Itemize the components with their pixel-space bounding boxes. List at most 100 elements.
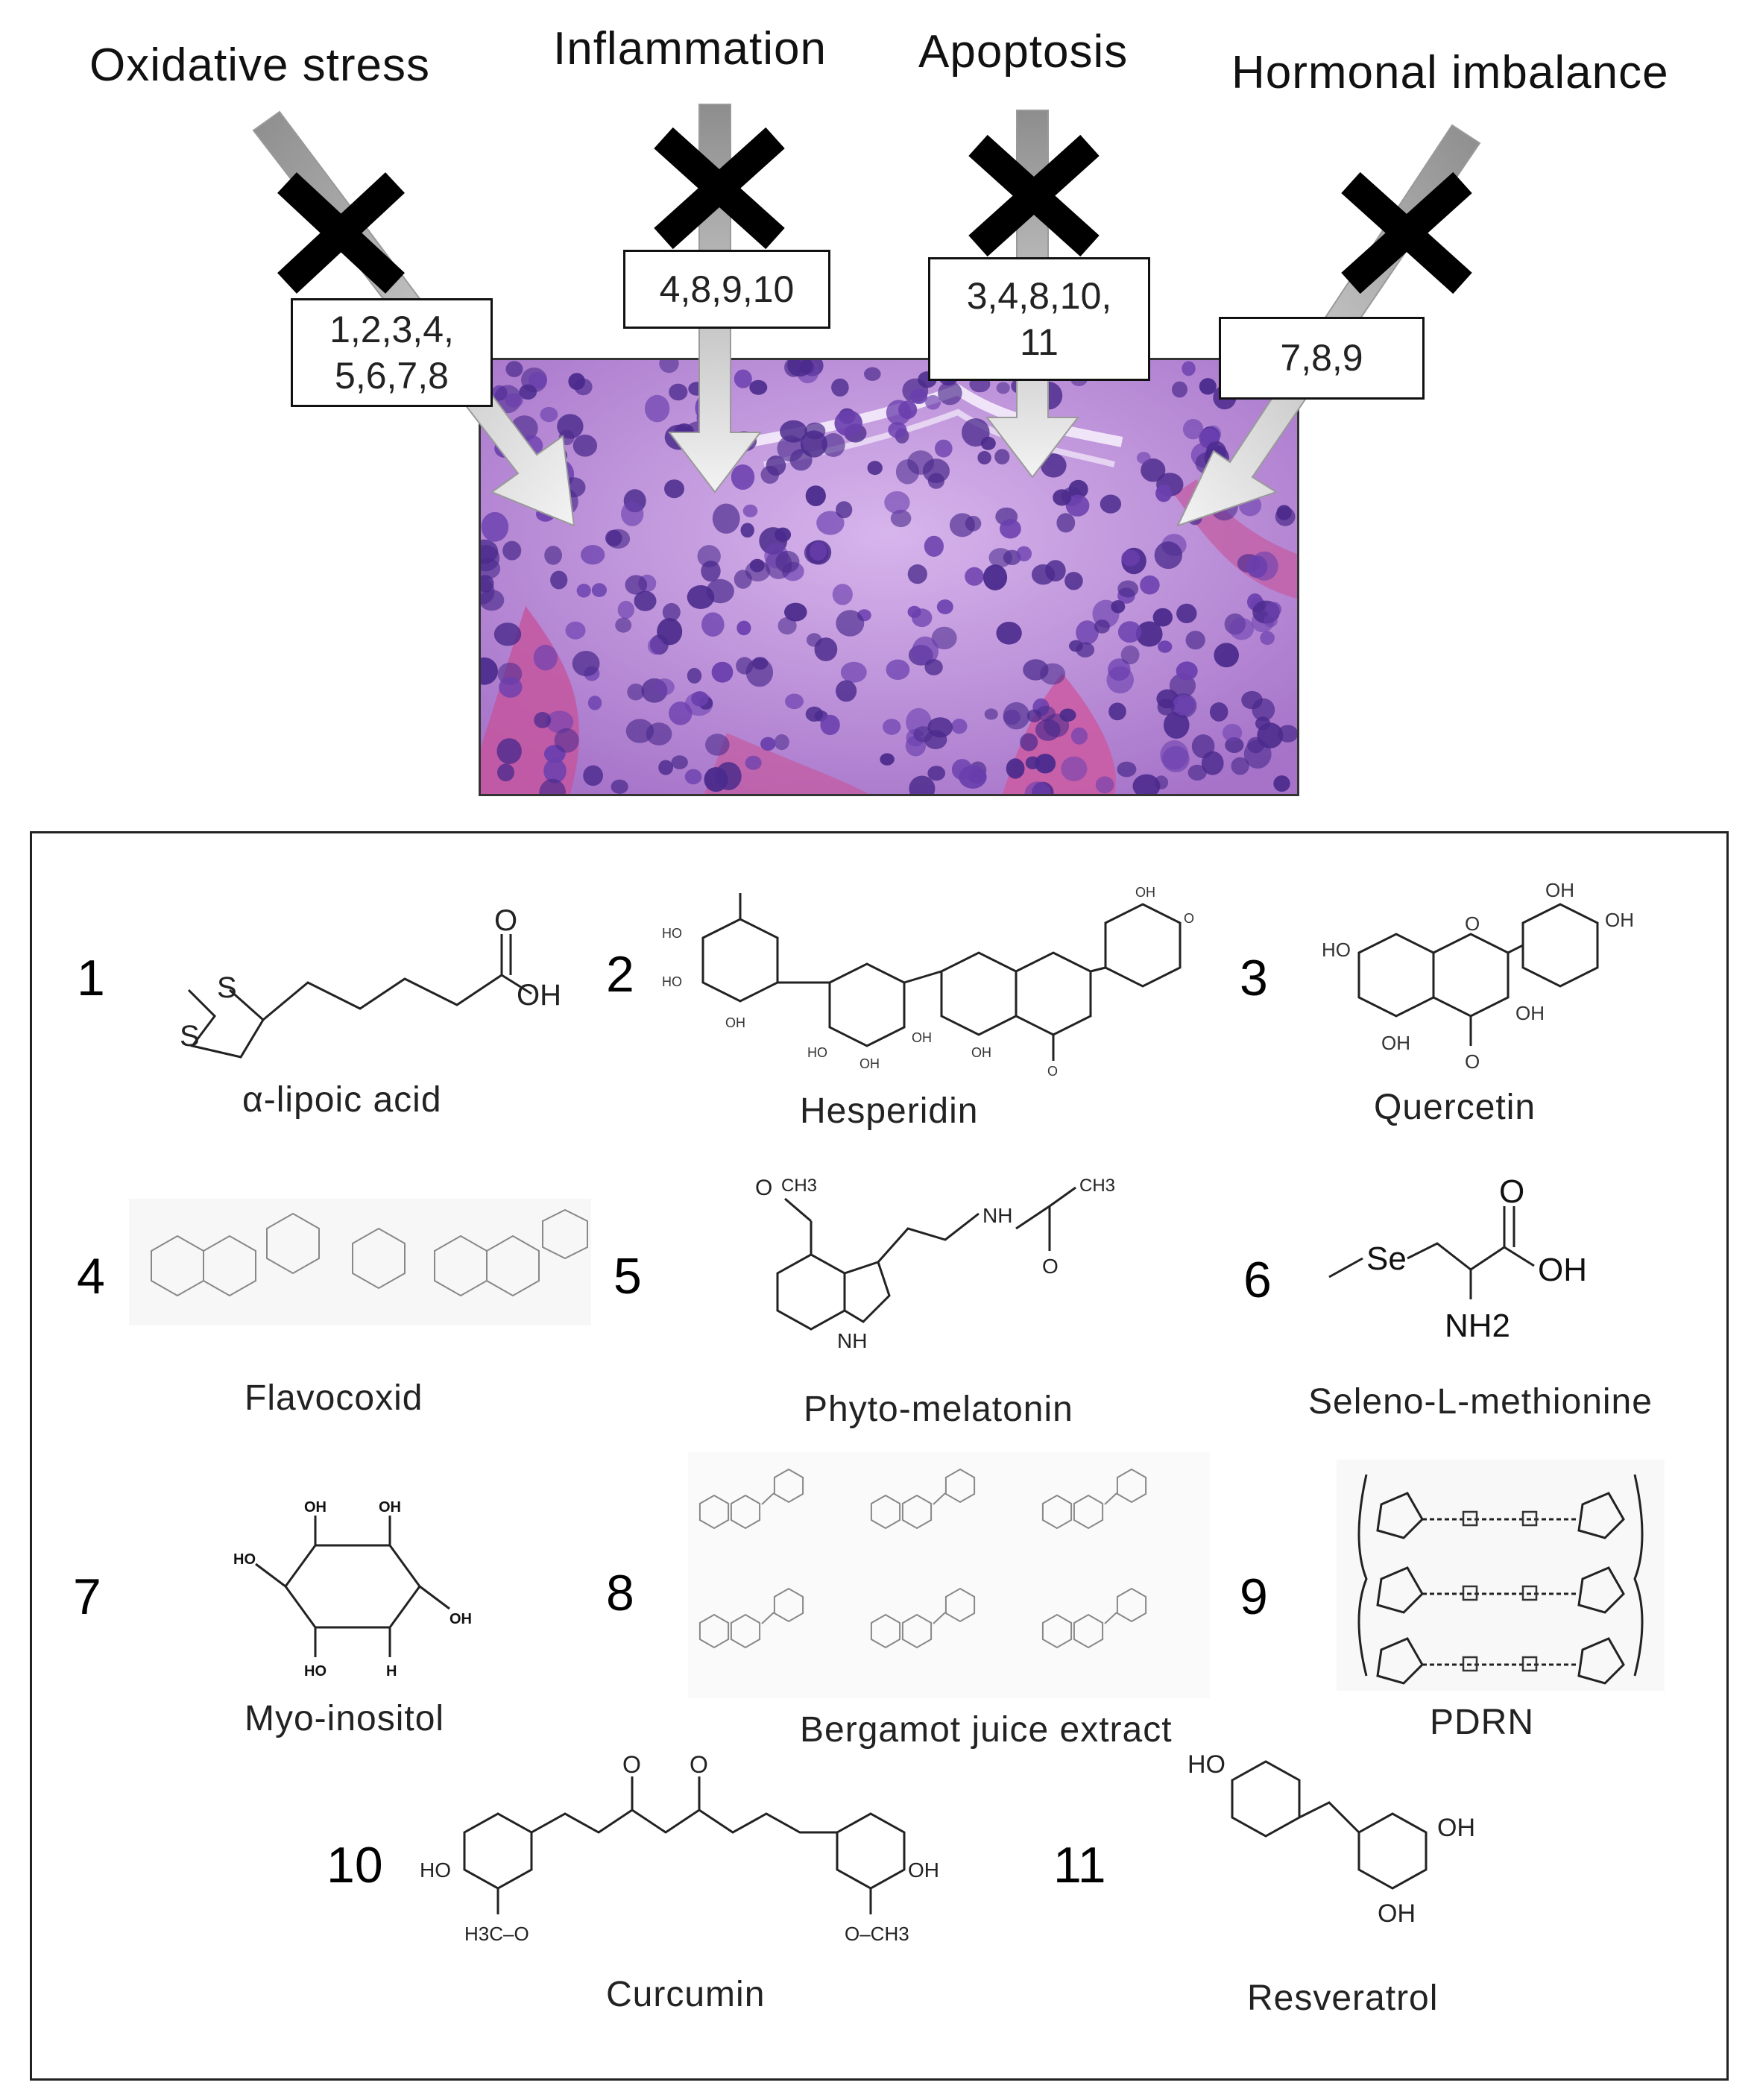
compound-name-seleno-l-methionine: Seleno-L-methionine	[1308, 1382, 1653, 1422]
tissue-nucleus	[654, 678, 675, 696]
tissue-nucleus	[669, 701, 693, 725]
tissue-nucleus	[775, 527, 792, 542]
tissue-nucleus	[965, 567, 984, 586]
tissue-nucleus	[907, 564, 927, 584]
tissue-nucleus	[1132, 774, 1161, 794]
tissue-nucleus	[774, 734, 789, 751]
tissue-nucleus	[1100, 494, 1122, 514]
compound-name-curcumin: Curcumin	[606, 1975, 766, 2014]
svg-text:HO: HO	[1322, 939, 1351, 961]
svg-text:S: S	[217, 971, 237, 1004]
tissue-nucleus	[697, 545, 721, 568]
structure-alpha-lipoic-acid: S S O OH	[180, 904, 561, 1059]
tissue-nucleus	[1065, 494, 1090, 517]
svg-text:H: H	[386, 1663, 397, 1680]
tissue-nucleus	[820, 714, 840, 736]
svg-text:HO: HO	[662, 974, 682, 989]
tissue-nucleus	[1016, 546, 1032, 561]
tissue-nucleus	[927, 717, 953, 738]
compound-name-myo-inositol: Myo-inositol	[245, 1699, 445, 1738]
tissue-nucleus	[951, 759, 973, 781]
structure-curcumin: O O HO OH H3C–O O–CH3	[420, 1751, 939, 1945]
svg-text:HO: HO	[420, 1858, 451, 1882]
tissue-nucleus	[1000, 519, 1021, 539]
ref-box-hormonal-imbalance: 7,8,9	[1219, 317, 1425, 400]
tissue-nucleus	[1231, 757, 1249, 775]
svg-text:NH: NH	[837, 1329, 867, 1352]
compound-name-quercetin: Quercetin	[1374, 1088, 1536, 1127]
tissue-nucleus	[924, 659, 943, 675]
tissue-nucleus	[834, 410, 862, 437]
svg-text:OH: OH	[1538, 1252, 1587, 1288]
tissue-nucleus	[836, 680, 857, 702]
tissue-nucleus	[671, 755, 688, 769]
tissue-nucleus	[1041, 453, 1067, 478]
svg-text:O: O	[494, 904, 517, 937]
flavonoid-sketch	[870, 1587, 976, 1649]
tissue-nucleus	[731, 464, 755, 490]
tissue-nucleus	[662, 602, 681, 622]
svg-text:O: O	[1047, 1064, 1058, 1079]
tissue-nucleus	[1056, 513, 1076, 533]
svg-text:O: O	[690, 1751, 708, 1778]
tissue-nucleus	[785, 693, 804, 710]
compound-name-phyto-melatonin: Phyto-melatonin	[804, 1390, 1073, 1429]
tissue-nucleus	[1020, 733, 1038, 751]
tissue-nucleus	[1045, 560, 1066, 581]
compound-number-2: 2	[606, 946, 634, 1003]
tissue-nucleus	[1163, 711, 1190, 739]
tissue-nucleus	[704, 767, 728, 792]
tissue-nucleus	[711, 661, 734, 683]
tissue-nucleus	[505, 393, 523, 408]
tissue-nucleus	[1157, 699, 1175, 716]
tissue-nucleus	[1154, 775, 1169, 789]
svg-text:OH: OH	[908, 1858, 939, 1882]
tissue-nucleus	[760, 737, 776, 751]
tissue-nucleus	[994, 449, 1010, 464]
tissue-nucleus	[611, 779, 628, 794]
tissue-nucleus	[938, 381, 962, 406]
tissue-nucleus	[736, 620, 751, 636]
tissue-nucleus	[1026, 709, 1042, 722]
tissue-nucleus	[565, 621, 586, 640]
compound-name-alpha-lipoic-acid: α-lipoic acid	[242, 1080, 442, 1120]
compound-number-5: 5	[613, 1248, 642, 1305]
tissue-nucleus	[832, 584, 853, 605]
tissue-nucleus	[1176, 603, 1197, 623]
tissue-nucleus	[481, 511, 509, 542]
tissue-nucleus	[1214, 643, 1239, 668]
tissue-nucleus	[996, 622, 1022, 645]
structure-pdrn	[1337, 1460, 1665, 1691]
tissue-nucleus	[1264, 614, 1278, 628]
tissue-nucleus	[625, 575, 648, 595]
tissue-nucleus	[534, 712, 552, 728]
tissue-nucleus	[840, 661, 867, 683]
svg-text:OH: OH	[1437, 1814, 1475, 1842]
tissue-nucleus	[984, 708, 998, 720]
tissue-nucleus	[742, 504, 758, 517]
tissue-nucleus	[777, 617, 797, 635]
compound-name-pdrn: PDRN	[1430, 1703, 1535, 1742]
tissue-nucleus	[996, 382, 1010, 394]
tissue-nucleus	[1121, 549, 1141, 567]
tissue-nucleus	[949, 513, 975, 537]
compound-number-3: 3	[1240, 950, 1268, 1006]
tissue-nucleus	[883, 719, 901, 735]
tissue-nucleus	[980, 436, 996, 450]
tissue-nucleus	[1176, 661, 1198, 681]
tissue-nucleus	[576, 584, 591, 598]
tissue-nucleus	[554, 728, 579, 753]
structure-resveratrol: HO OH OH	[1187, 1750, 1475, 1928]
svg-text:H3C–O: H3C–O	[464, 1923, 529, 1945]
tissue-nucleus	[1044, 713, 1070, 737]
tissue-nucleus	[890, 509, 912, 528]
tissue-nucleus	[734, 369, 752, 388]
tissue-nucleus	[1187, 764, 1207, 781]
tissue-nucleus	[669, 383, 688, 401]
tissue-nucleus	[647, 637, 664, 655]
tissue-nucleus	[749, 558, 765, 573]
tissue-nucleus	[1229, 617, 1254, 640]
svg-text:OH: OH	[971, 1045, 991, 1060]
tissue-nucleus	[924, 535, 944, 557]
tissue-nucleus	[1064, 572, 1083, 590]
